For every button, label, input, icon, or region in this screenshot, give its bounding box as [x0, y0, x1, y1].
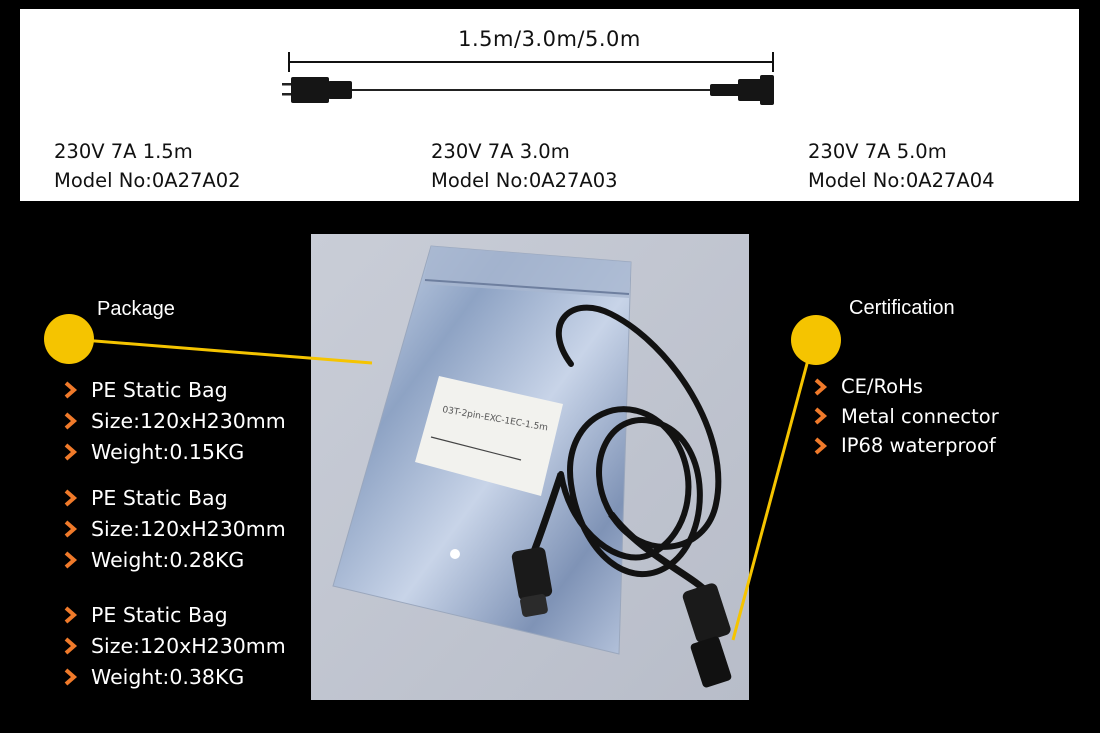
- spec-rating: 230V 7A 1.5m: [54, 140, 193, 163]
- spec-block-3: 230V 7A 5.0m Model No:0A27A04: [808, 137, 995, 195]
- chevron-right-icon: [64, 636, 78, 655]
- chevron-right-icon: [64, 380, 78, 399]
- list-item: Metal connector: [812, 402, 999, 432]
- package-title: Package: [97, 298, 175, 320]
- chevron-right-icon: [64, 550, 78, 569]
- list-item: Weight:0.15KG: [62, 436, 286, 467]
- chevron-right-icon: [64, 411, 78, 430]
- list-item: Size:120xH230mm: [62, 513, 286, 544]
- dimension-tick-right: [772, 52, 774, 72]
- dimension-tick-left: [288, 52, 290, 72]
- list-item: PE Static Bag: [62, 599, 286, 630]
- chevron-right-icon: [814, 378, 828, 396]
- list-item: Weight:0.38KG: [62, 661, 286, 692]
- chevron-right-icon: [64, 442, 78, 461]
- certification-list: CE/RoHs Metal connector IP68 waterproof: [812, 372, 999, 461]
- chevron-right-icon: [814, 437, 828, 455]
- package-group-2: PE Static Bag Size:120xH230mm Weight:0.2…: [62, 482, 286, 575]
- list-item: PE Static Bag: [62, 374, 286, 405]
- chevron-right-icon: [814, 407, 828, 425]
- cable-drawing: [282, 75, 774, 105]
- package-marker-dot: [44, 314, 94, 364]
- list-item: PE Static Bag: [62, 482, 286, 513]
- list-item: Size:120xH230mm: [62, 630, 286, 661]
- chevron-right-icon: [64, 605, 78, 624]
- spec-rating: 230V 7A 3.0m: [431, 140, 570, 163]
- spec-model: Model No:0A27A02: [54, 169, 241, 192]
- spec-model: Model No:0A27A03: [431, 169, 618, 192]
- length-options-label: 1.5m/3.0m/5.0m: [458, 27, 641, 51]
- spec-rating: 230V 7A 5.0m: [808, 140, 947, 163]
- certification-marker-dot: [791, 315, 841, 365]
- chevron-right-icon: [64, 488, 78, 507]
- list-item: Size:120xH230mm: [62, 405, 286, 436]
- list-item: CE/RoHs: [812, 372, 999, 402]
- certification-title: Certification: [849, 297, 955, 319]
- chevron-right-icon: [64, 519, 78, 538]
- list-item: Weight:0.28KG: [62, 544, 286, 575]
- spec-block-2: 230V 7A 3.0m Model No:0A27A03: [431, 137, 618, 195]
- chevron-right-icon: [64, 667, 78, 686]
- spec-model: Model No:0A27A04: [808, 169, 995, 192]
- dimension-line: [289, 61, 773, 63]
- spec-block-1: 230V 7A 1.5m Model No:0A27A02: [54, 137, 241, 195]
- product-photo: 03T-2pin-EXC-1EC-1.5m: [311, 234, 749, 700]
- package-group-1: PE Static Bag Size:120xH230mm Weight:0.1…: [62, 374, 286, 467]
- package-group-3: PE Static Bag Size:120xH230mm Weight:0.3…: [62, 599, 286, 692]
- list-item: IP68 waterproof: [812, 431, 999, 461]
- cable-dimension-panel: 1.5m/3.0m/5.0m 230V 7A 1.5m Model No:0A2…: [20, 9, 1079, 201]
